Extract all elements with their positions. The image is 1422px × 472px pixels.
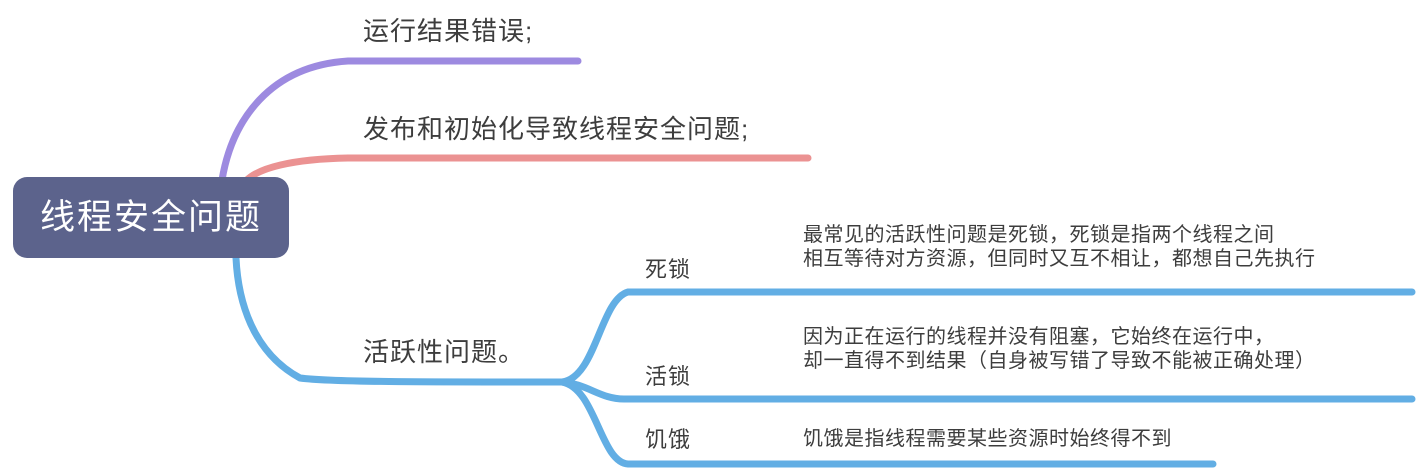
detail-starvation[interactable]: 饥饿是指线程需要某些资源时始终得不到 <box>803 427 1172 451</box>
node-run-result-error[interactable]: 运行结果错误; <box>363 16 534 46</box>
node-livelock[interactable]: 活锁 <box>645 364 692 389</box>
node-liveness[interactable]: 活跃性问题。 <box>363 337 526 367</box>
node-publish-init[interactable]: 发布和初始化导致线程安全问题; <box>363 114 750 144</box>
node-starvation[interactable]: 饥饿 <box>645 427 692 452</box>
root-node[interactable]: 线程安全问题 <box>13 177 289 258</box>
detail-livelock[interactable]: 因为正在运行的线程并没有阻塞，它始终在运行中， 却一直得不到结果（自身被写错了导… <box>803 325 1316 374</box>
detail-livelock-line-2: 却一直得不到结果（自身被写错了导致不能被正确处理） <box>803 350 1316 373</box>
detail-deadlock-line-1: 最常见的活跃性问题是死锁，死锁是指两个线程之间 <box>803 224 1275 246</box>
detail-deadlock[interactable]: 最常见的活跃性问题是死锁，死锁是指两个线程之间 相互等待对方资源，但同时又互不相… <box>803 223 1316 272</box>
detail-livelock-line-1: 因为正在运行的线程并没有阻塞，它始终在运行中， <box>803 326 1275 348</box>
connector-publish-init <box>242 154 812 185</box>
detail-starvation-line-1: 饥饿是指线程需要某些资源时始终得不到 <box>803 428 1172 450</box>
root-node-label: 线程安全问题 <box>39 198 262 237</box>
detail-deadlock-line-2: 相互等待对方资源，但同时又互不相让，都想自己先执行 <box>803 248 1316 271</box>
node-deadlock[interactable]: 死锁 <box>645 257 692 282</box>
